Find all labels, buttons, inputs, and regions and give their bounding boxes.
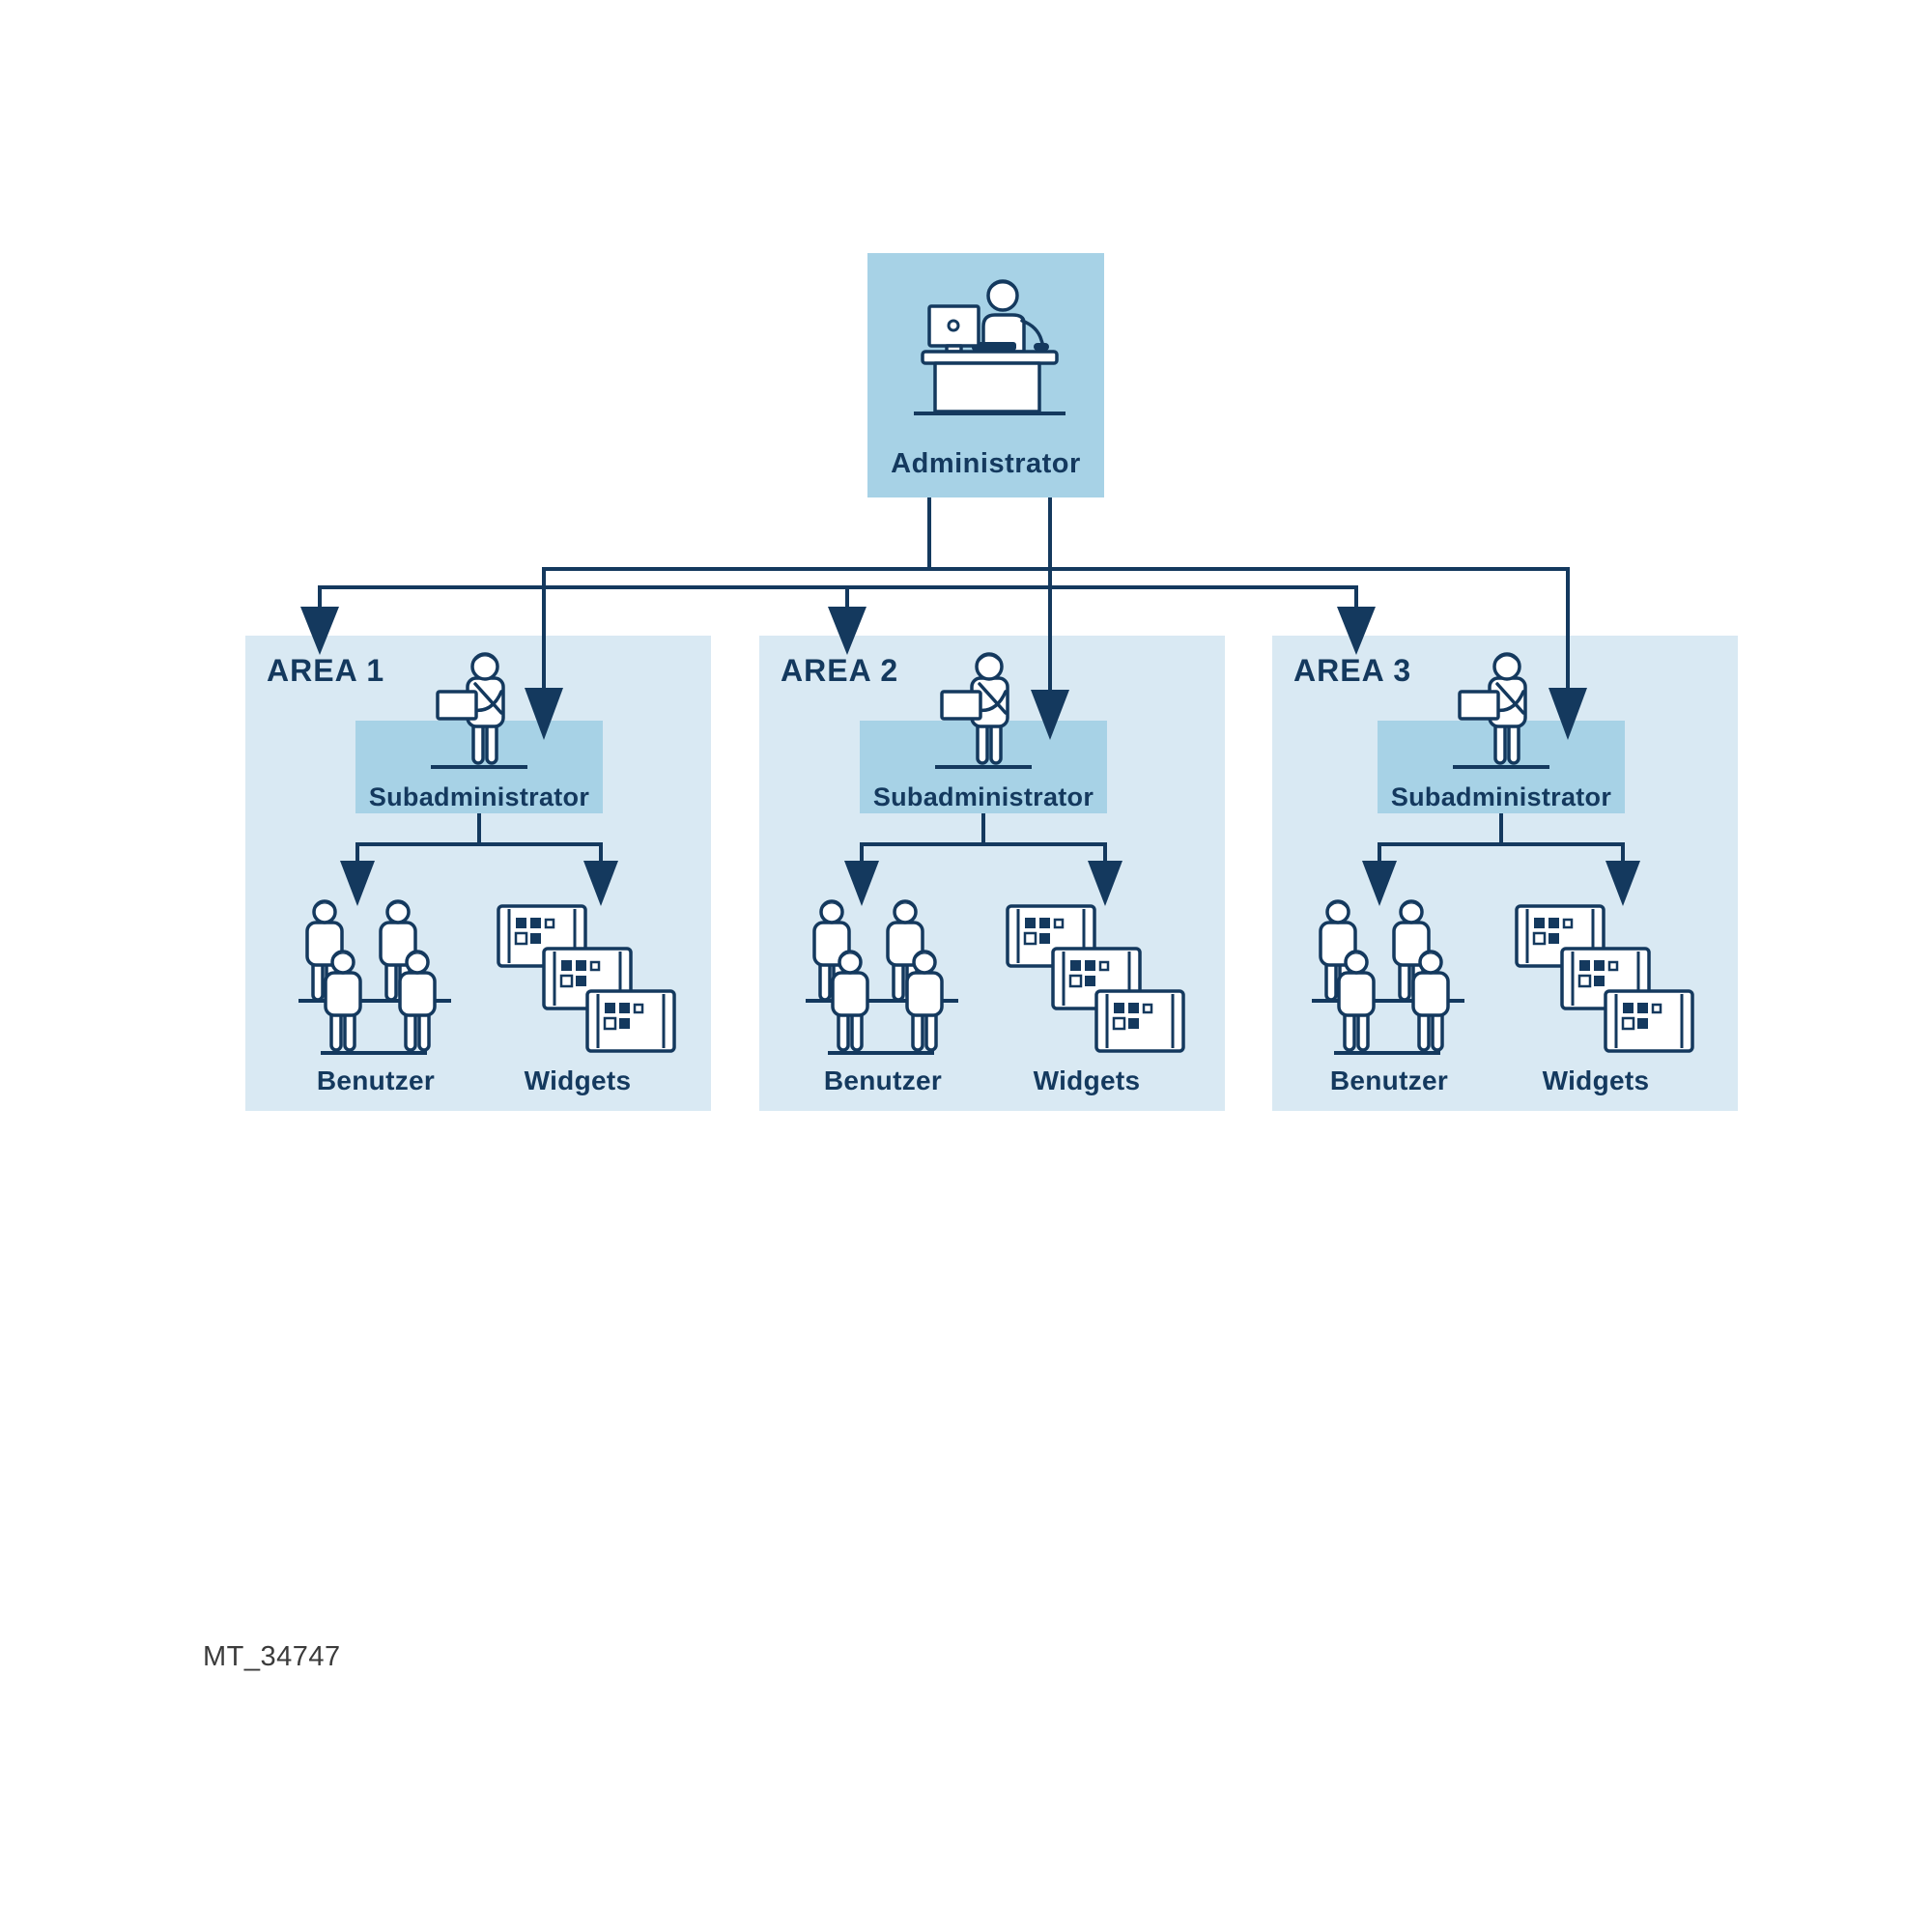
area-2-name: AREA 2 (781, 653, 899, 688)
area-3-name: AREA 3 (1293, 653, 1412, 688)
widgets-label-area-3: Widgets (1542, 1065, 1650, 1095)
subadministrator-label-area-1: Subadministrator (368, 782, 590, 811)
widgets-label-area-1: Widgets (524, 1065, 632, 1095)
users-label-area-1: Benutzer (316, 1065, 436, 1095)
subadministrator-label-area-3: Subadministrator (1390, 782, 1612, 811)
widgets-label-area-2: Widgets (1033, 1065, 1141, 1095)
subadministrator-label-area-2: Subadministrator (872, 782, 1094, 811)
figure-code: MT_34747 (203, 1641, 341, 1672)
area-1-name: AREA 1 (267, 653, 385, 688)
users-label-area-3: Benutzer (1329, 1065, 1449, 1095)
connector-lines (300, 497, 1640, 906)
administrator-label: Administrator (891, 448, 1081, 479)
users-label-area-2: Benutzer (823, 1065, 943, 1095)
person-at-desk-icon (914, 279, 1065, 415)
